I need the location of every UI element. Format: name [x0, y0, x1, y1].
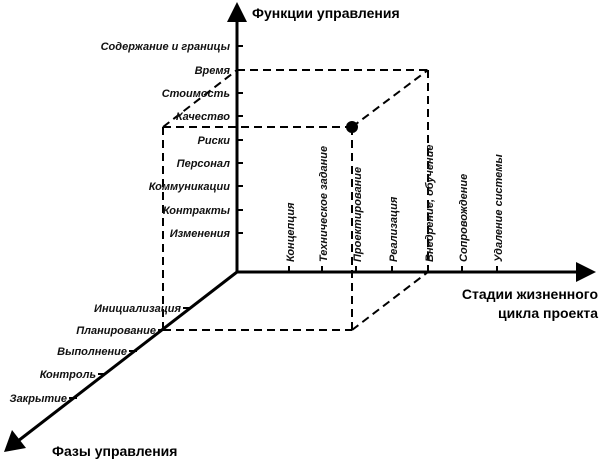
- horizontal-tick-label: Реализация: [388, 196, 400, 262]
- vertical-arrow-icon: [227, 2, 247, 22]
- diagonal-tick-label: Планирование: [76, 325, 156, 337]
- diagonal-axis: [17, 270, 238, 443]
- diagonal-tick-label: Инициализация: [94, 303, 181, 315]
- horizontal-tick-label: Концепция: [285, 202, 297, 262]
- horizontal-tick-label: Удаление системы: [493, 154, 505, 262]
- vertical-tick-label: Время: [195, 65, 231, 77]
- horizontal-tick-label: Техническое задание: [318, 146, 330, 262]
- horizontal-axis-title-1: Стадии жизненного: [462, 286, 598, 302]
- box-edge: [162, 69, 238, 128]
- diagonal-tick-label: Выполнение: [57, 346, 127, 358]
- diagonal-tick-label: Закрытие: [10, 393, 68, 405]
- vertical-tick-label: Содержание и границы: [101, 41, 231, 53]
- horizontal-tick-label: Проектирование: [352, 167, 364, 262]
- diagonal-tick-label: Контроль: [40, 369, 96, 381]
- horizontal-axis-title-2: цикла проекта: [498, 305, 598, 321]
- horizontal-tick-label: Внедрение, обучение: [424, 145, 436, 262]
- horizontal-tick-label: Сопровождение: [458, 174, 470, 262]
- vertical-tick-label: Коммуникации: [149, 181, 230, 193]
- horizontal-arrow-icon: [576, 262, 596, 282]
- diagonal-axis-title: Фазы управления: [52, 443, 177, 459]
- vertical-tick-label: Качество: [176, 111, 230, 123]
- dashed-box: [162, 69, 429, 331]
- diagonal-arrow-icon: [4, 430, 26, 452]
- box-edge: [351, 69, 429, 128]
- vertical-tick-label: Стоимость: [162, 88, 230, 100]
- vertical-tick-label: Контракты: [163, 205, 231, 217]
- vertical-axis-title: Функции управления: [252, 5, 400, 21]
- vertical-tick-label: Изменения: [170, 228, 231, 240]
- vertical-tick-label: Персонал: [177, 158, 230, 170]
- vertical-tick-label: Риски: [198, 135, 231, 147]
- highlight-point: [346, 121, 358, 133]
- box-edge: [351, 271, 429, 331]
